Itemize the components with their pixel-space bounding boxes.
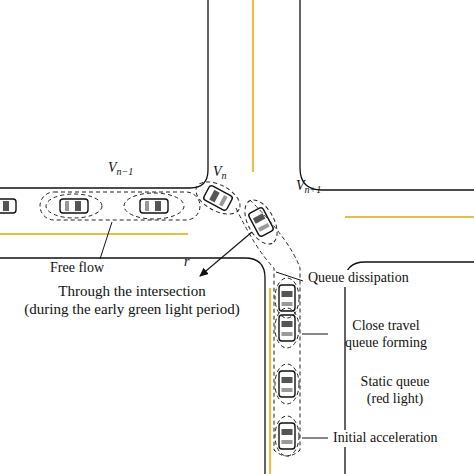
vehicles — [0, 185, 295, 449]
vehicle-label: Vn+1 — [296, 178, 321, 195]
radius-label: r — [184, 254, 189, 271]
phase-label: Queue dissipation — [306, 270, 411, 287]
leader-lines — [100, 222, 328, 438]
phase-label: Static queue (red light) — [340, 374, 450, 408]
vehicle-label: Vn — [213, 164, 227, 181]
phase-label: Close travel queue forming — [331, 318, 441, 352]
phase-label: Initial acceleration — [331, 430, 440, 447]
radius-arrow — [200, 232, 252, 276]
phase-label: Through the intersection (during the ear… — [4, 282, 260, 318]
vehicle-label: Vn−1 — [108, 160, 133, 177]
phase-label: Free flow — [48, 260, 106, 277]
